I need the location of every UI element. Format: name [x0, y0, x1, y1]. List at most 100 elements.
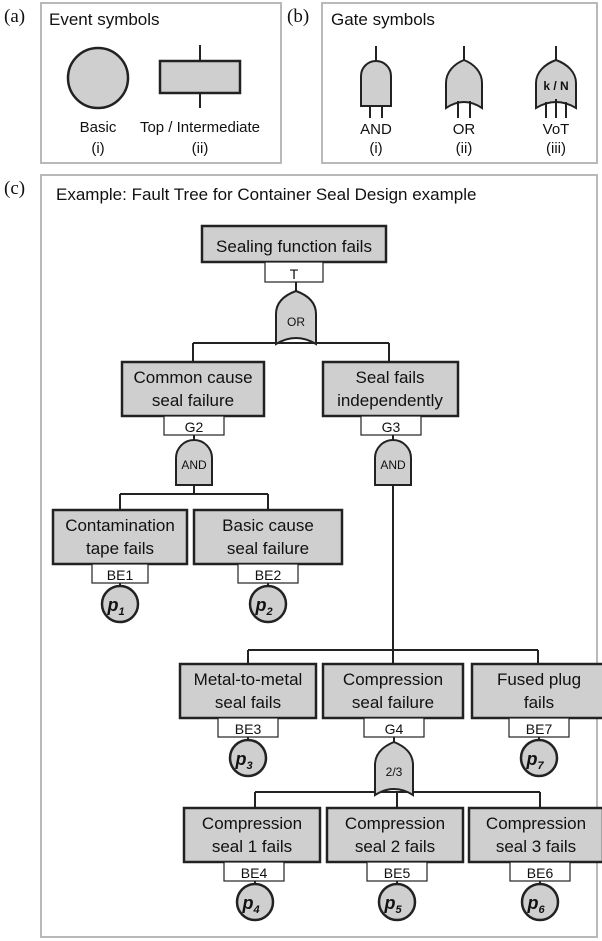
be4-sub: 4: [252, 904, 259, 916]
be7-tag: BE7: [526, 721, 553, 737]
be1-line2: tape fails: [86, 539, 154, 558]
common-cause-event: Common cause seal failure G2: [120, 360, 266, 436]
be2-sub: 2: [265, 606, 272, 618]
vot-gate-symbol: [535, 46, 577, 118]
independent-failure-event: Seal fails independently G3: [321, 360, 460, 436]
be1-line1: Contamination: [65, 516, 175, 535]
basic-event-symbol: [66, 46, 130, 110]
be5-tag: BE5: [384, 865, 411, 881]
be6-tag: BE6: [527, 865, 554, 881]
svg-text:p4: p4: [241, 893, 259, 916]
be3-box: [178, 662, 318, 720]
be4-box: [182, 806, 322, 864]
be3-p: p: [234, 749, 246, 769]
be2-line2: seal failure: [227, 539, 309, 558]
be1-event: Contamination tape fails BE1 p1: [51, 508, 189, 624]
g2-and-gate: AND: [175, 435, 213, 494]
be6-basic-event: [520, 882, 560, 922]
be3-event: Metal-to-metal seal fails BE3 p3: [178, 662, 318, 778]
be4-event: Compression seal 1 fails BE4 p4: [182, 806, 322, 922]
or-gate-num: (ii): [456, 140, 473, 157]
g2-tag: G2: [185, 419, 204, 435]
top-intermediate-event-symbol: [158, 45, 242, 108]
svg-text:p6: p6: [526, 893, 545, 916]
svg-text:p7: p7: [525, 749, 544, 772]
basic-event-num: (i): [91, 140, 104, 157]
vot-gate-symbol-label: k / N: [543, 79, 568, 93]
g4-vot-gate: 2/3: [374, 737, 414, 797]
g3-tag-box: [360, 415, 422, 436]
be6-event: Compression seal 3 fails BE6 p6: [467, 806, 602, 922]
panel-c-title: Example: Fault Tree for Container Seal D…: [56, 185, 476, 204]
be7-p: p: [525, 749, 537, 769]
be4-tag: BE4: [241, 865, 268, 881]
or-gate-label: OR: [453, 121, 476, 138]
svg-text:p2: p2: [254, 595, 272, 618]
be5-sub: 5: [395, 904, 402, 916]
top-event-text: Sealing function fails: [216, 237, 372, 256]
panel-a-label: (a): [4, 6, 25, 27]
g2-line2: seal failure: [152, 391, 234, 410]
panel-b-title: Gate symbols: [331, 10, 435, 29]
be7-basic-event: [519, 738, 559, 778]
be5-basic-event: [377, 882, 417, 922]
be1-sub: 1: [118, 606, 124, 618]
be1-tag: BE1: [107, 567, 134, 583]
vot-gate-num: (iii): [546, 140, 566, 157]
be6-line2: seal 3 fails: [496, 837, 576, 856]
be7-sub: 7: [537, 760, 544, 772]
and-gate-num: (i): [369, 140, 382, 157]
top-event: Sealing function fails T: [200, 224, 388, 283]
g3-gate-label: AND: [380, 458, 406, 472]
g3-tag: G3: [382, 419, 401, 435]
top-event-label: Top / Intermediate: [140, 119, 260, 136]
be6-line1: Compression: [486, 814, 586, 833]
be4-line1: Compression: [202, 814, 302, 833]
be5-event: Compression seal 2 fails BE5 p5: [325, 806, 465, 922]
top-event-tag: T: [290, 266, 299, 282]
be2-basic-event: [248, 584, 288, 624]
top-or-gate: OR: [275, 282, 317, 346]
be4-line2: seal 1 fails: [212, 837, 292, 856]
be7-event: Fused plug fails BE7 p7: [470, 662, 602, 778]
be1-p: p: [106, 595, 118, 615]
g4-line1: Compression: [343, 670, 443, 689]
g2-line1: Common cause: [133, 368, 252, 387]
be4-basic-event: [235, 882, 275, 922]
be5-line1: Compression: [345, 814, 445, 833]
be2-box: [192, 508, 344, 566]
panel-a-title: Event symbols: [49, 10, 160, 29]
or-gate-symbol: [445, 46, 483, 118]
be6-p: p: [526, 893, 538, 913]
panel-b-label: (b): [287, 6, 309, 27]
be3-basic-event: [228, 738, 268, 778]
be2-line1: Basic cause: [222, 516, 314, 535]
be7-line2: fails: [524, 693, 554, 712]
be2-event: Basic cause seal failure BE2 p2: [192, 508, 344, 624]
svg-text:p3: p3: [234, 749, 252, 772]
be3-line1: Metal-to-metal: [194, 670, 303, 689]
svg-text:p5: p5: [383, 893, 402, 916]
be6-box: [467, 806, 602, 864]
be5-line2: seal 2 fails: [355, 837, 435, 856]
g4-line2: seal failure: [352, 693, 434, 712]
g3-line1: Seal fails: [356, 368, 425, 387]
and-gate-symbol: [360, 46, 392, 118]
g2-gate-label: AND: [181, 458, 207, 472]
be7-line1: Fused plug: [497, 670, 581, 689]
be4-p: p: [241, 893, 253, 913]
be3-tag: BE3: [235, 721, 262, 737]
g3-line2: independently: [337, 391, 443, 410]
panel-c-label: (c): [4, 178, 25, 199]
g4-tag: G4: [385, 721, 404, 737]
be1-basic-event: [100, 584, 140, 624]
be6-sub: 6: [538, 904, 545, 916]
top-event-tag-box: [264, 261, 324, 283]
g4-gate-label: 2/3: [386, 765, 403, 779]
top-or-gate-label: OR: [287, 315, 305, 329]
vot-gate-label: VoT: [543, 121, 570, 138]
be5-p: p: [383, 893, 395, 913]
compression-failure-event: Compression seal failure G4: [321, 662, 465, 738]
top-event-num: (ii): [192, 140, 209, 157]
be3-sub: 3: [246, 760, 252, 772]
